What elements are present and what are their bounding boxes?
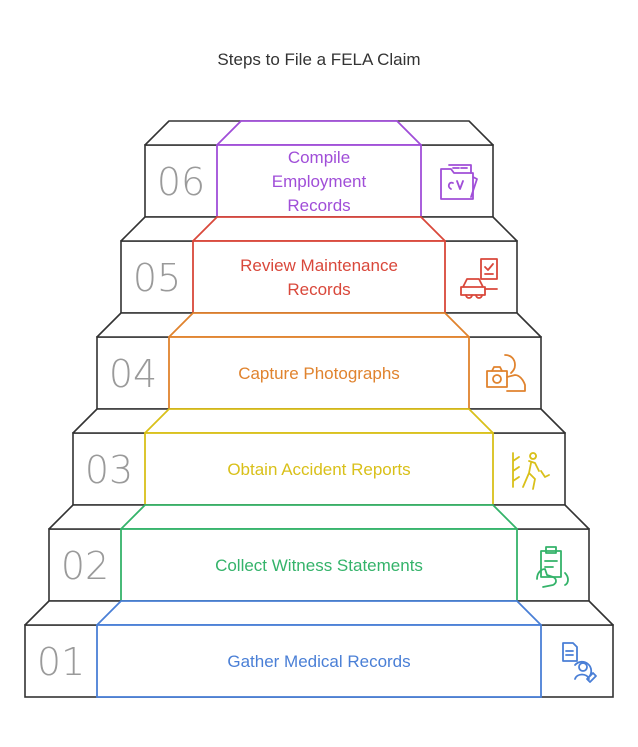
step-highlight-riser (168, 336, 470, 410)
step-label: Gather Medical Records (227, 652, 410, 671)
step-highlight-tread (120, 504, 518, 530)
step-number: 05 (133, 256, 181, 300)
step-highlight-tread (168, 312, 470, 338)
step-label: Employment (272, 172, 367, 191)
step-number: 04 (109, 352, 157, 396)
step-highlight-tread (216, 120, 422, 146)
step-highlight-riser (192, 240, 446, 314)
camera-person-icon (486, 354, 526, 392)
step-highlight-riser (120, 528, 518, 602)
clipboard-hand-icon (536, 546, 569, 588)
step-highlight-riser (144, 432, 494, 506)
medical-person-icon (562, 642, 597, 683)
step-label: Review Maintenance (240, 256, 398, 275)
step-02: 02 Collect Witness Statements (48, 504, 590, 602)
step-label: Obtain Accident Reports (227, 460, 410, 479)
step-label: Records (287, 280, 350, 299)
step-highlight-tread (192, 216, 446, 242)
step-03: 03 Obtain Accident Reports (72, 408, 566, 506)
step-highlight-tread (96, 600, 542, 626)
step-number: 01 (37, 640, 85, 684)
step-number: 02 (61, 544, 109, 588)
step-number: 06 (157, 160, 205, 204)
vehicle-checklist-icon (460, 258, 498, 299)
step-04: 04 Capture Photographs (96, 312, 542, 410)
step-01: 01 Gather Medical Records (24, 600, 614, 698)
step-highlight-riser (96, 624, 542, 698)
step-label: Records (287, 196, 350, 215)
step-label: Compile (288, 148, 350, 167)
step-label: Capture Photographs (238, 364, 400, 383)
accident-scene-icon (512, 452, 550, 490)
step-label: Collect Witness Statements (215, 556, 423, 575)
diagram-title: Steps to File a FELA Claim (217, 50, 421, 69)
step-highlight-riser (216, 144, 422, 218)
step-number: 03 (85, 448, 133, 492)
cv-folder-icon (440, 164, 478, 200)
step-highlight-tread (144, 408, 494, 434)
